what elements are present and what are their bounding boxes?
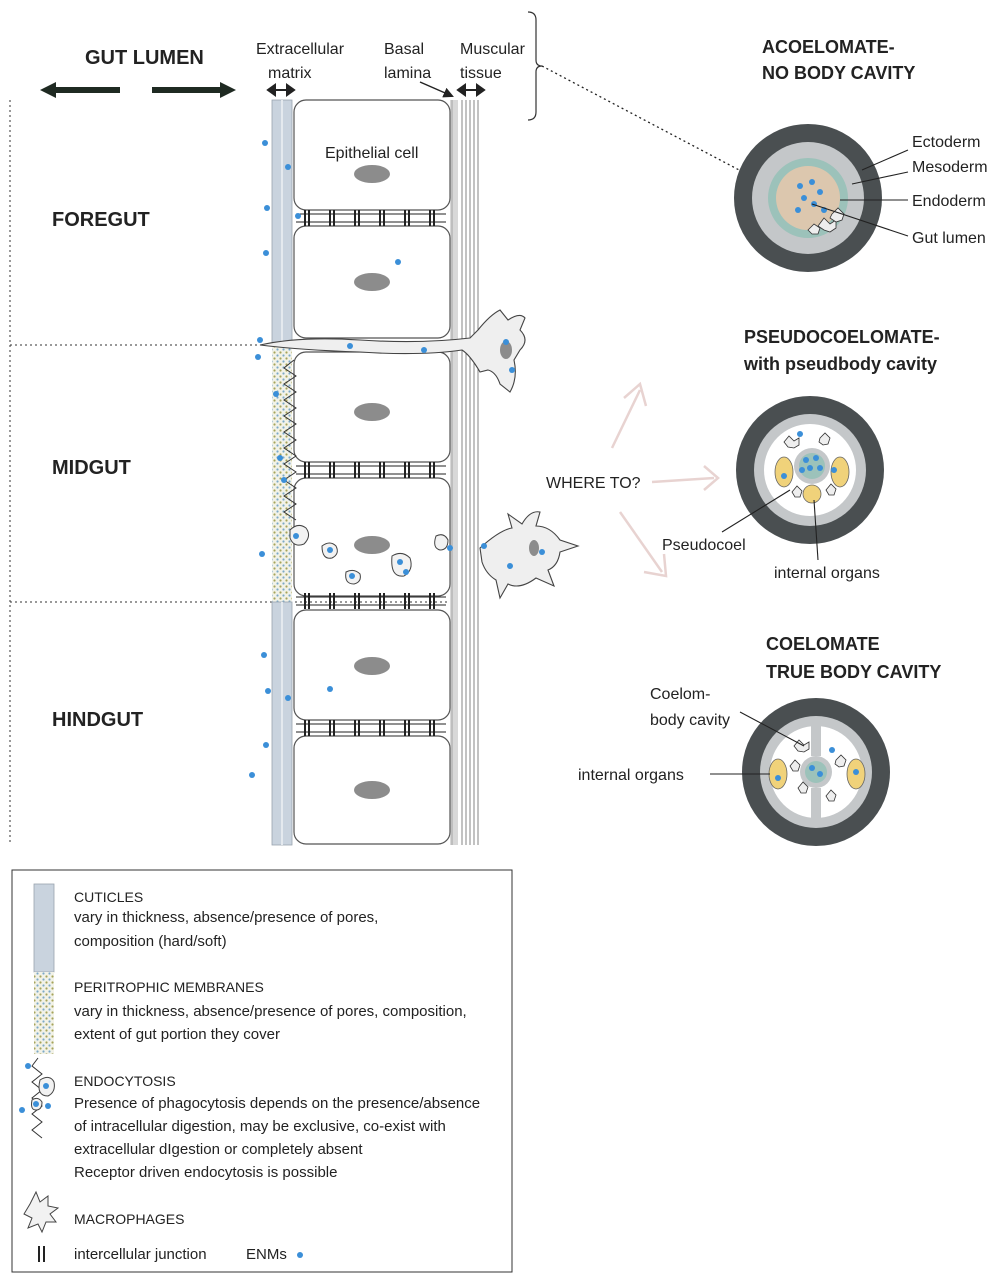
basal-lamina-label-2: lamina <box>384 65 431 82</box>
pseudocoelomate-title-1: PSEUDOCOELOMATE- <box>744 327 940 347</box>
extracellular-matrix-label-2: matrix <box>268 65 312 82</box>
gut-lumen-arrows <box>40 82 236 98</box>
legend-box <box>11 869 513 1273</box>
legend-macrophages-title: MACROPHAGES <box>74 1211 184 1227</box>
legend-cuticles-title: CUTICLES <box>74 889 143 905</box>
legend-endocytosis-title: ENDOCYTOSIS <box>74 1073 176 1089</box>
pseudocoelomate-diagram <box>736 396 884 544</box>
extracellular-matrix-label-1: Extracellular <box>256 41 345 58</box>
legend-endocytosis-text-4: Receptor driven endocytosis is possible <box>74 1164 337 1181</box>
muscular-tissue <box>461 100 479 845</box>
legend-endocytosis-text-2: of intracellular digestion, may be exclu… <box>74 1118 446 1135</box>
legend-cuticle-swatch <box>33 883 55 973</box>
intercellular-junctions <box>296 210 446 736</box>
coelomate-title-1: COELOMATE <box>766 634 880 654</box>
legend-pm-text-2: extent of gut portion they cover <box>74 1026 280 1043</box>
macrophage-migrating <box>259 309 526 393</box>
acoelomate-title-2: NO BODY CAVITY <box>762 63 915 83</box>
gut-lumen-label: GUT LUMEN <box>85 47 204 69</box>
legend-junction-icon <box>38 1246 45 1262</box>
pseudocoel-organs-label: internal organs <box>774 565 880 582</box>
peritrophic-membrane-midgut <box>272 345 292 602</box>
nuclei <box>354 165 390 799</box>
ectoderm-label: Ectoderm <box>912 134 980 151</box>
header-double-arrows <box>266 83 486 97</box>
basal-lamina-pointer <box>419 81 454 98</box>
microvilli-edge <box>283 359 297 521</box>
epithelial-cells <box>293 99 451 845</box>
legend-enm-dot <box>297 1252 303 1258</box>
zoom-dotted-line <box>541 65 869 239</box>
legend-endocytosis-text-3: extracellular dIgestion or completely ab… <box>74 1141 363 1158</box>
mesoderm-label: Mesoderm <box>912 159 988 176</box>
legend-cuticles-text-1: vary in thickness, absence/presence of p… <box>74 909 378 926</box>
bracket <box>527 11 543 121</box>
pseudocoel-label: Pseudocoel <box>662 537 746 554</box>
where-to-arrows <box>610 381 720 578</box>
coelomate-diagram <box>742 698 890 846</box>
legend-junction-text: intercellular junction <box>74 1246 207 1263</box>
macrophage-outside <box>479 511 580 600</box>
epithelial-cell-label: Epithelial cell <box>325 145 418 162</box>
coelom-label-2: body cavity <box>650 712 730 729</box>
midgut-label: MIDGUT <box>52 457 131 479</box>
coelomate-title-2: TRUE BODY CAVITY <box>766 662 941 682</box>
muscular-tissue-label-2: tissue <box>460 65 502 82</box>
acoelomate-diagram <box>734 124 882 272</box>
muscular-tissue-label-1: Muscular <box>460 41 526 58</box>
pseudocoelomate-title-2: with pseudbody cavity <box>743 354 937 374</box>
legend-pm-text-1: vary in thickness, absence/presence of p… <box>74 1003 467 1020</box>
endoderm-label: Endoderm <box>912 193 986 210</box>
legend-macrophage-icon <box>23 1190 60 1234</box>
acoelomate-title-1: ACOELOMATE- <box>762 37 895 57</box>
coelomate-organs-label: internal organs <box>578 767 684 784</box>
coelom-label-1: Coelom- <box>650 686 710 703</box>
legend-pm-swatch <box>34 972 54 1054</box>
gut-lumen-layer-label: Gut lumen <box>912 230 986 247</box>
where-to-label: WHERE TO? <box>546 475 641 492</box>
basal-lamina-label-1: Basal <box>384 41 424 58</box>
acoelomate-pointers <box>811 149 909 237</box>
enm-dots <box>249 140 545 778</box>
legend-endocytosis-icon <box>19 1057 55 1139</box>
legend-pm-title: PERITROPHIC MEMBRANES <box>74 979 264 995</box>
hindgut-label: HINDGUT <box>52 709 143 731</box>
legend-endocytosis-text-1: Presence of phagocytosis depends on the … <box>74 1095 480 1112</box>
legend-enm-text: ENMs <box>246 1246 287 1263</box>
basal-lamina <box>450 100 458 845</box>
legend-cuticles-text-2: composition (hard/soft) <box>74 933 227 950</box>
foregut-label: FOREGUT <box>52 209 150 231</box>
